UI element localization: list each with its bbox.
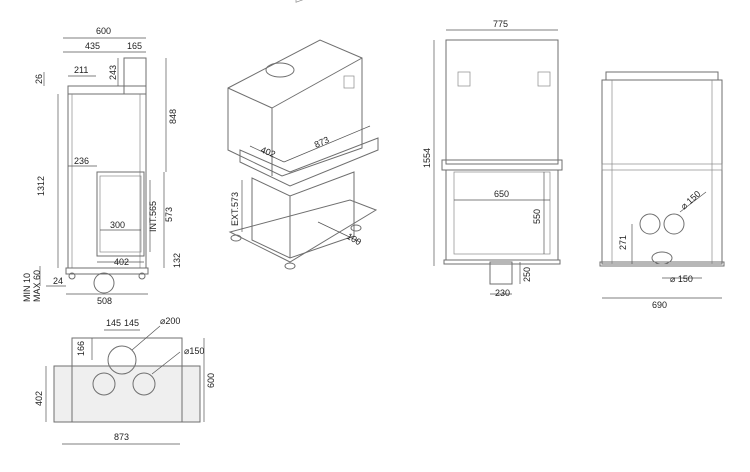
iso-foot-2 — [284, 262, 296, 270]
side-dim-230: 230 — [495, 288, 510, 298]
top-lower-section — [53, 365, 201, 423]
top-dim-166: 166 — [76, 341, 86, 356]
front-firebox — [96, 171, 145, 257]
iso-base-plate — [228, 199, 378, 263]
dim-848: 848 — [168, 109, 178, 124]
front-base — [65, 267, 149, 275]
back-base — [599, 261, 725, 267]
front-upper-panel — [123, 57, 147, 95]
front-body — [67, 93, 147, 269]
side-dim-250: 250 — [522, 267, 532, 282]
front-foot-right — [138, 272, 146, 280]
iso-dim-ext573: EXT.573 — [230, 192, 240, 226]
front-firebox-glass — [99, 175, 142, 253]
front-wheel — [93, 272, 115, 294]
iso-view: 402 873 EXT.573 100 — [227, 0, 379, 270]
iso-upper-box — [227, 39, 363, 177]
top-port-150 — [132, 372, 156, 396]
iso-dim-100: 100 — [345, 231, 363, 247]
top-flue-200 — [107, 345, 137, 375]
iso-lower-body — [251, 171, 355, 259]
front-top-cap — [67, 85, 147, 95]
top-dim-line-200 — [131, 325, 161, 351]
dim-min10: MIN 10 — [22, 273, 32, 302]
dim-508: 508 — [97, 296, 112, 306]
top-dim-145b: 145 — [124, 318, 139, 328]
top-body-overlay — [71, 365, 183, 423]
iso-dim-line-873 — [283, 125, 371, 163]
back-dim-line-150a — [679, 191, 707, 213]
dim-300: 300 — [110, 220, 125, 230]
iso-dim-line-100 — [317, 221, 361, 243]
iso-vent-left — [295, 0, 307, 3]
back-dim-690: 690 — [652, 300, 667, 310]
dim-435: 435 — [85, 41, 100, 51]
back-port-left — [639, 213, 661, 235]
side-vent-left — [457, 71, 471, 87]
front-foot-left — [68, 272, 76, 280]
dim-1312: 1312 — [36, 176, 46, 196]
iso-dim-873: 873 — [313, 135, 331, 150]
side-dim-775: 775 — [493, 19, 508, 29]
top-dim-873: 873 — [114, 432, 129, 442]
side-view: 775 1554 650 550 250 230 — [422, 19, 563, 298]
dim-236: 236 — [74, 156, 89, 166]
back-port-right — [663, 213, 685, 235]
dim-573: 573 — [164, 207, 174, 222]
side-dim-550: 550 — [532, 209, 542, 224]
iso-foot-3 — [350, 224, 362, 232]
back-view: ⌀ 150 271 ⌀ 150 690 — [599, 71, 725, 310]
iso-flue-opening — [265, 62, 295, 78]
dim-243: 243 — [108, 65, 118, 80]
back-band — [601, 163, 723, 171]
side-upper-box — [445, 39, 559, 165]
side-dim-1554: 1554 — [422, 148, 432, 168]
back-dim-271: 271 — [618, 235, 628, 250]
back-bottom-port — [651, 251, 673, 265]
iso-upper-edge — [227, 87, 273, 176]
side-band — [441, 159, 563, 171]
iso-middle-band — [239, 137, 379, 187]
side-firebox — [453, 171, 551, 255]
dim-26: 26 — [34, 74, 44, 84]
top-port-left — [92, 372, 116, 396]
top-dim-600: 600 — [206, 373, 216, 388]
top-dim-150: ⌀150 — [184, 346, 204, 356]
side-base — [443, 259, 561, 265]
dim-max60: MAX 60 — [32, 270, 42, 302]
top-dim-402: 402 — [34, 391, 44, 406]
iso-foot-1 — [230, 234, 242, 242]
dim-24: 24 — [53, 276, 63, 286]
dim-402: 402 — [114, 257, 129, 267]
iso-upper-top-edge — [271, 57, 363, 109]
back-top-cap — [605, 71, 719, 81]
top-dim-200: ⌀200 — [160, 316, 180, 326]
back-dim-150b: ⌀ 150 — [670, 274, 693, 284]
top-dim-line-150 — [151, 351, 181, 375]
top-dim-145a: 145 — [106, 318, 121, 328]
iso-dim-line-402 — [249, 145, 285, 163]
dim-165: 165 — [127, 41, 142, 51]
side-vent-right — [537, 71, 551, 87]
top-view: 145 145 ⌀200 166 ⌀150 600 402 873 — [34, 316, 216, 445]
side-dim-650: 650 — [494, 189, 509, 199]
back-dim-150a: ⌀ 150 — [679, 189, 703, 212]
dim-int565: INT.565 — [148, 201, 158, 232]
iso-vent-right — [343, 75, 355, 89]
dim-600: 600 — [96, 26, 111, 36]
dim-132: 132 — [172, 253, 182, 268]
dim-211: 211 — [74, 65, 88, 75]
side-duct — [489, 261, 513, 285]
front-view: 600 435 165 211 243 26 848 1312 236 573 … — [22, 26, 182, 306]
